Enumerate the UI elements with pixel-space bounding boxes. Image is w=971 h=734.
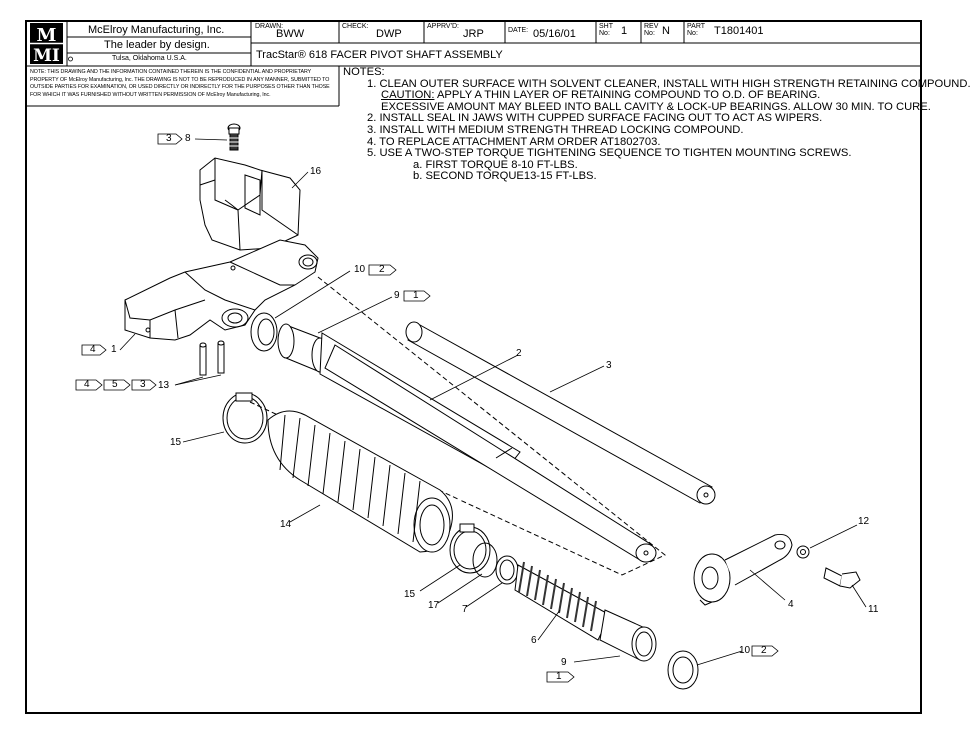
svg-text:MI: MI (33, 46, 60, 66)
flag-note-10-lower: 2 (761, 645, 767, 656)
part-13-screws (199, 340, 225, 376)
rev-label: REV No: (644, 23, 659, 37)
callout-15-upper: 15 (170, 437, 182, 448)
callout-4: 4 (788, 599, 794, 610)
notes-block: NOTES: 1. CLEAN OUTER SURFACE WITH SOLVE… (343, 66, 971, 183)
note-1-caution-text: APPLY A THIN LAYER OF RETAINING COMPOUND… (434, 89, 821, 102)
note-1-caution-line: CAUTION: APPLY A THIN LAYER OF RETAINING… (343, 89, 971, 102)
callout-3: 3 (606, 360, 612, 371)
flag-note-13-a: 4 (84, 379, 90, 390)
callout-7: 7 (462, 604, 468, 615)
callout-10-upper: 10 (354, 264, 366, 275)
drawn-value: BWW (276, 28, 305, 40)
note-4: 4. TO REPLACE ATTACHMENT ARM ORDER AT180… (367, 135, 661, 148)
company-slogan: The leader by design. (104, 39, 210, 51)
part-16-jaw (199, 157, 301, 251)
callout-1: 1 (111, 344, 117, 355)
part-2-shaft (319, 332, 657, 563)
callout-9-upper: 9 (394, 290, 400, 301)
company-name: McElroy Manufacturing, Inc. (88, 24, 225, 36)
note-2: 2. INSTALL SEAL IN JAWS WITH CUPPED SURF… (367, 112, 823, 125)
callout-11: 11 (868, 604, 879, 615)
callout-17: 17 (428, 600, 440, 611)
part-6-spring (514, 561, 611, 641)
date-label: DATE: (508, 27, 529, 34)
flag-note-9-lower: 1 (556, 671, 562, 682)
sheet-border (25, 20, 922, 714)
part-10-seal-upper (250, 312, 278, 352)
registered-mark-icon (68, 56, 73, 62)
flag-note-10-upper: 2 (379, 264, 385, 275)
note-flags (75, 133, 779, 683)
part-15-clamp-upper (222, 392, 268, 444)
note-5: 5. USE A TWO-STEP TORQUE TIGHTENING SEQU… (367, 147, 852, 160)
note-5a: a. FIRST TORQUE 8-10 FT-LBS. (413, 158, 578, 171)
drawn-label: DRAWN: (255, 23, 284, 30)
rev-value: N (662, 25, 670, 37)
part-8-bolt (227, 123, 241, 151)
note-5b: b. SECOND TORQUE13-15 FT-LBS. (413, 170, 597, 183)
confidential-note: NOTE: THIS DRAWING AND THE INFORMATION C… (30, 69, 330, 98)
mmi-logo: M MI (30, 23, 63, 66)
part-9-bearing-lower (599, 609, 657, 662)
part-7-washer (495, 555, 519, 585)
part-11-bolt (823, 567, 861, 589)
note-3: 3. INSTALL WITH MEDIUM STRENGTH THREAD L… (367, 123, 744, 136)
part-14-boot (267, 410, 453, 553)
note-1: 1. CLEAN OUTER SURFACE WITH SOLVENT CLEA… (367, 77, 971, 90)
callout-12: 12 (858, 516, 870, 527)
notes-heading: NOTES: (343, 66, 385, 78)
company-location: Tulsa, Oklahoma U.S.A. (112, 55, 187, 62)
apprvd-label: APPRV'D: (427, 23, 459, 30)
callout-10-lower: 10 (739, 645, 751, 656)
flag-note-13-c: 3 (140, 379, 146, 390)
part-17-ring (472, 542, 498, 578)
part-10-seal-lower (667, 650, 699, 690)
apprvd-value: JRP (463, 28, 484, 40)
assembly-drawing (75, 123, 867, 690)
callout-15-lower: 15 (404, 589, 416, 600)
note-1-continued: EXCESSIVE AMOUNT MAY BLEED INTO BALL CAV… (381, 100, 931, 113)
check-value: DWP (376, 28, 402, 40)
part-12-washer (796, 545, 810, 559)
part-label: PART No: (687, 23, 706, 37)
part-15-clamp-lower (449, 523, 491, 574)
callout-13: 13 (158, 380, 170, 391)
part-1-pivot-arm (124, 239, 319, 341)
date-value: 05/16/01 (533, 28, 576, 40)
title-block-grid (26, 21, 921, 107)
flag-note-9-upper: 1 (413, 290, 419, 301)
check-label: CHECK: (342, 23, 369, 30)
drawing-title: TracStar® 618 FACER PIVOT SHAFT ASSEMBLY (256, 49, 503, 61)
flag-note-13-b: 5 (112, 379, 118, 390)
sht-label: SHT No: (599, 23, 613, 37)
sht-value: 1 (621, 25, 628, 37)
callout-16: 16 (310, 166, 322, 177)
caution-label: CAUTION: (381, 89, 435, 102)
callout-6: 6 (531, 635, 537, 646)
drawing-svg: M MI (25, 20, 922, 714)
flag-note-8: 3 (166, 133, 172, 144)
callout-14: 14 (280, 519, 292, 530)
drawing-sheet: M MI (25, 20, 971, 714)
callout-8: 8 (185, 133, 191, 144)
callout-2: 2 (516, 348, 522, 359)
callout-9-lower: 9 (561, 657, 567, 668)
part-value: T1801401 (714, 25, 764, 37)
part-4-arm (693, 534, 793, 606)
flag-note-1: 4 (90, 344, 96, 355)
svg-text:M: M (37, 25, 57, 46)
part-3-rod (405, 321, 716, 505)
